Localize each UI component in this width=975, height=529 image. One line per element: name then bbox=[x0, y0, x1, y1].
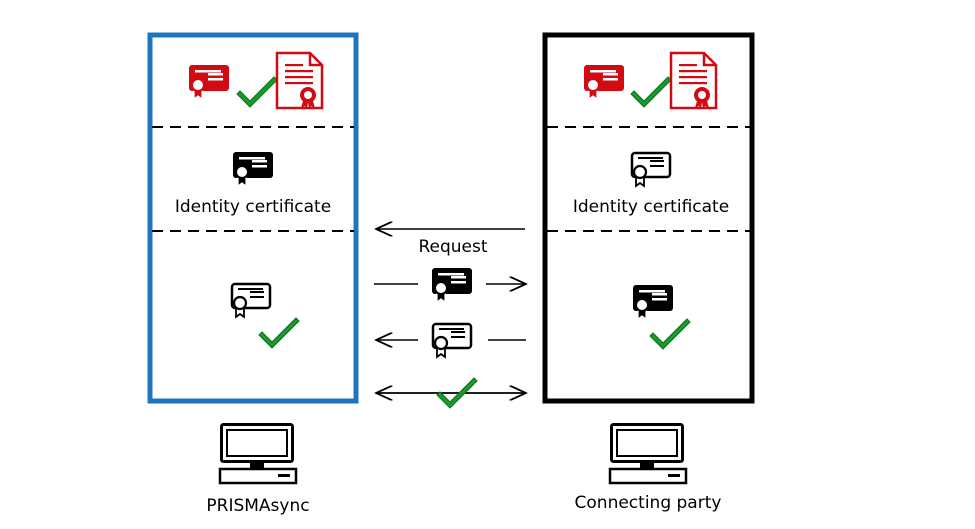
ca-document-icon bbox=[275, 51, 324, 111]
ca-document-icon bbox=[669, 51, 718, 111]
prismasync-panel-border bbox=[147, 32, 359, 404]
received-certificate-icon bbox=[431, 322, 473, 359]
sent-certificate-icon bbox=[431, 267, 473, 303]
right-party-name: Connecting party bbox=[575, 493, 722, 513]
computer-icon bbox=[608, 423, 688, 485]
exchange-flow: Request bbox=[374, 229, 526, 409]
prismasync-panel: Identity certificate bbox=[147, 32, 359, 404]
right-identity-label: Identity certificate bbox=[573, 197, 729, 217]
request-label: Request bbox=[418, 237, 487, 257]
computer-icon bbox=[218, 423, 298, 485]
left-identity-label: Identity certificate bbox=[175, 197, 331, 217]
left-party-name: PRISMAsync bbox=[206, 496, 309, 516]
connecting-party-panel: Identity certificate bbox=[542, 32, 755, 404]
connecting-party-panel-border bbox=[542, 32, 755, 404]
